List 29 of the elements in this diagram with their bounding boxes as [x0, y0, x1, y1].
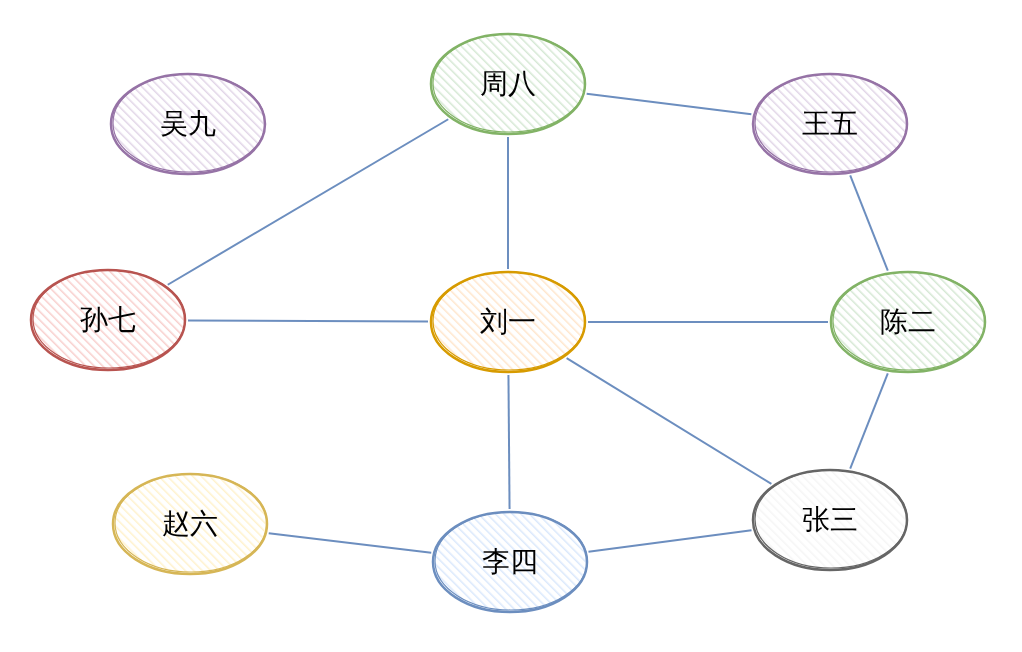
- person-ellipse: [428, 269, 588, 375]
- person-name: 王五: [802, 107, 858, 141]
- person-name: 周八: [480, 67, 536, 101]
- person-ellipse: [430, 509, 590, 615]
- connector-line: [587, 529, 753, 553]
- person-ellipse: [828, 269, 988, 375]
- person-ellipse: [428, 31, 588, 137]
- person-name: 张三: [802, 503, 858, 537]
- connector-line: [585, 92, 753, 116]
- connector-line: [166, 118, 450, 286]
- person-ellipse: [110, 471, 270, 577]
- person-ellipse: [108, 71, 268, 177]
- person-ellipse: [750, 467, 910, 573]
- connector-line: [267, 532, 433, 554]
- connector-line: [849, 372, 889, 470]
- connector-line: [587, 321, 829, 323]
- person-ellipse: [750, 71, 910, 177]
- person-name: 李四: [482, 545, 538, 579]
- person-name: 孙七: [80, 303, 136, 337]
- connector-line: [565, 357, 773, 485]
- connector-line: [507, 374, 511, 510]
- person-ellipse: [28, 267, 188, 373]
- person-name: 陈二: [880, 305, 936, 339]
- person-name: 刘一: [480, 305, 536, 339]
- person-name: 吴九: [160, 107, 216, 141]
- connector-line: [187, 319, 429, 323]
- person-name: 赵六: [162, 507, 218, 541]
- connector-line: [507, 136, 509, 270]
- connector-line: [849, 174, 889, 272]
